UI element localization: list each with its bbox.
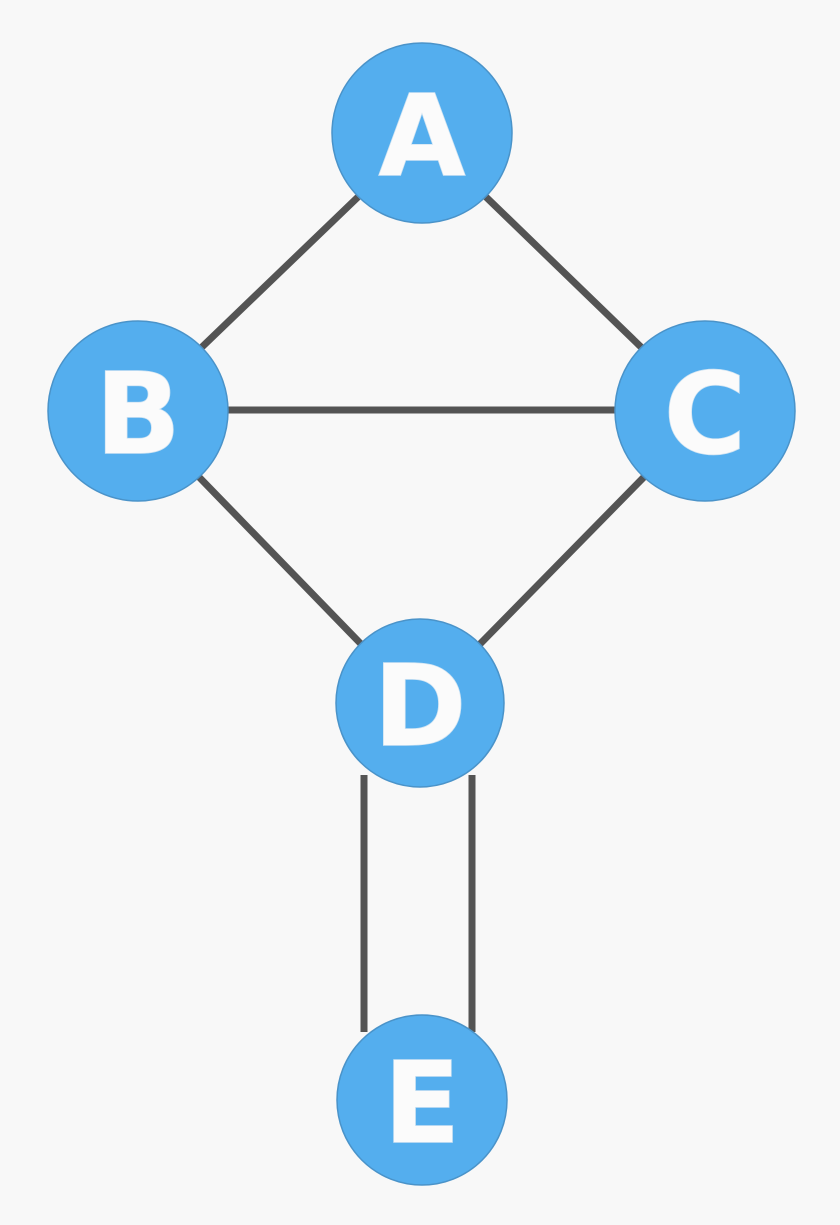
- node-d-circle[interactable]: [335, 618, 505, 788]
- edge-a-c: [483, 194, 644, 350]
- node-e-circle[interactable]: [336, 1014, 508, 1186]
- graph-node-d[interactable]: D: [335, 618, 505, 788]
- edge-layer: [196, 194, 647, 1032]
- node-a-circle[interactable]: [331, 42, 513, 224]
- node-e-label: E: [384, 1039, 461, 1169]
- edge-c-d: [477, 474, 647, 647]
- graph-node-b[interactable]: B: [47, 320, 229, 502]
- node-c-circle[interactable]: [614, 320, 796, 502]
- node-a-label: A: [379, 72, 466, 202]
- node-b-label: B: [95, 350, 180, 480]
- graph-node-e[interactable]: E: [336, 1014, 508, 1186]
- node-c-label: C: [664, 350, 746, 480]
- edge-a-b: [199, 194, 361, 350]
- node-b-circle[interactable]: [47, 320, 229, 502]
- node-d-label: D: [374, 642, 467, 772]
- graph-node-a[interactable]: A: [331, 42, 513, 224]
- graph-node-c[interactable]: C: [614, 320, 796, 502]
- node-layer: A B C D E: [47, 42, 796, 1186]
- edge-b-d: [196, 474, 364, 647]
